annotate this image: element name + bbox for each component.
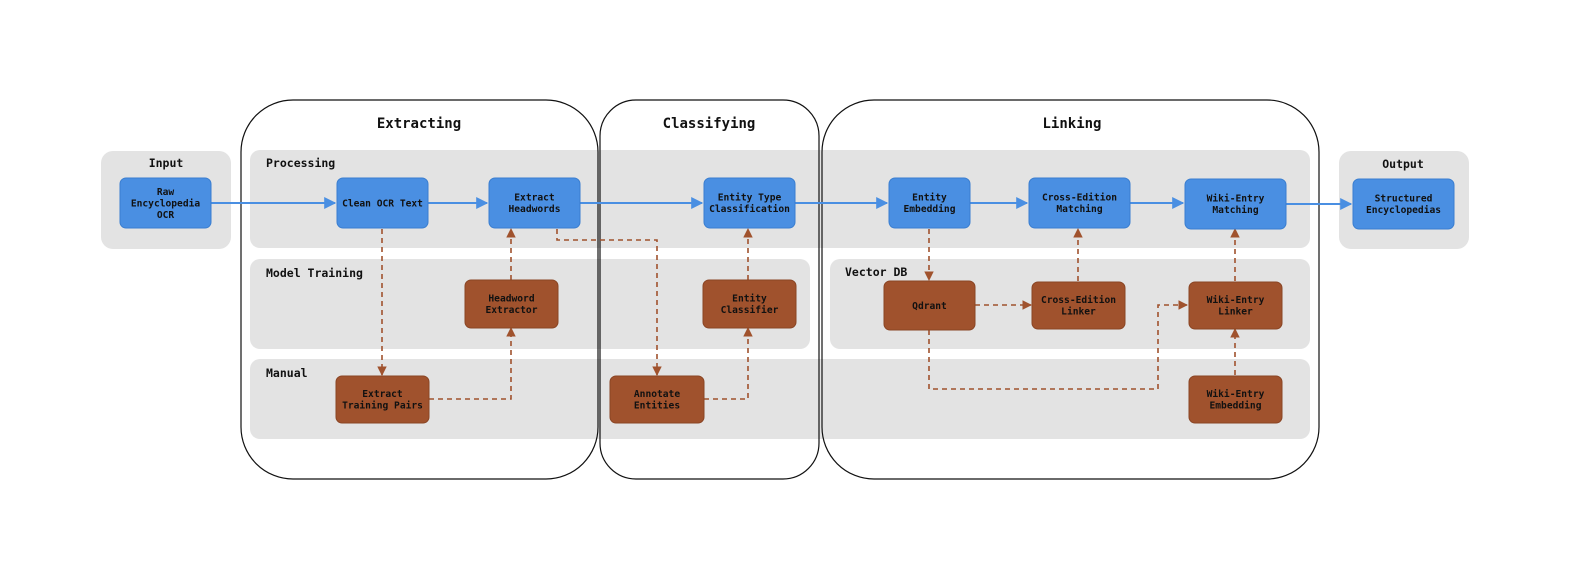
node-label-line: Cross-Edition (1041, 294, 1116, 306)
edge-training-pairs-to-headword-extractor (429, 327, 516, 400)
node-label-line: Training Pairs (342, 400, 423, 412)
svg-text:Qdrant: Qdrant (912, 301, 947, 312)
node-label-line: Embedding (904, 203, 956, 215)
node-label-line: Annotate (634, 389, 680, 400)
node-label-line: Qdrant (912, 301, 947, 312)
manual-band (250, 359, 1310, 439)
node-label-line: Entity (912, 192, 947, 204)
node-label-line: Extract (514, 193, 555, 204)
processing-band-label: Processing (266, 156, 335, 170)
extracting-stage-title: Extracting (377, 116, 461, 132)
node-label-line: Entity Type (718, 192, 782, 204)
node-label-line: Linker (1061, 306, 1096, 318)
node-label-line: Entities (634, 400, 680, 412)
node-qdrant: Qdrant (883, 280, 976, 331)
linking-stage-title: Linking (1042, 116, 1101, 132)
node-clean-ocr-text: Clean OCR Text (336, 177, 429, 229)
node-label-line: Wiki-Entry (1207, 388, 1265, 400)
svg-text:Clean OCR Text: Clean OCR Text (342, 198, 423, 209)
node-label-line: Classification (709, 203, 790, 215)
model-training-band-label: Model Training (266, 266, 363, 280)
node-label-line: Matching (1056, 203, 1102, 215)
classifying-stage (599, 99, 820, 480)
node-label-line: Raw (157, 187, 175, 198)
node-label-line: Wiki-Entry (1207, 294, 1265, 306)
node-label-line: Embedding (1210, 400, 1262, 412)
input-group-label: Input (149, 156, 184, 170)
node-label-line: Extract (362, 389, 403, 400)
node-label-line: Encyclopedias (1366, 204, 1441, 216)
classifying-stage-title: Classifying (663, 116, 756, 132)
node-label-line: Wiki-Entry (1207, 193, 1265, 205)
extracting-stage (240, 99, 599, 480)
node-label-line: OCR (157, 210, 175, 221)
node-label-line: Headwords (509, 204, 561, 215)
node-label-line: Structured (1375, 194, 1433, 205)
edge-annotate-to-entity-classifier (704, 327, 753, 400)
node-label-line: Linker (1218, 306, 1253, 318)
vector-db-band-label: Vector DB (845, 265, 907, 279)
output-group-label: Output (1382, 157, 1424, 171)
edge-qdrant-to-wiki-entry-linker (928, 300, 1188, 390)
node-label-line: Encyclopedia (131, 197, 201, 209)
manual-band-label: Manual (266, 366, 308, 380)
node-label-line: Clean OCR Text (342, 198, 423, 209)
node-label-line: Extractor (486, 305, 538, 316)
node-label-line: Cross-Edition (1042, 192, 1117, 204)
node-label-line: Headword (488, 294, 534, 305)
node-label-line: Matching (1212, 204, 1258, 216)
linking-stage (821, 99, 1320, 480)
node-label-line: Entity (732, 293, 767, 305)
node-label-line: Classifier (721, 304, 779, 316)
